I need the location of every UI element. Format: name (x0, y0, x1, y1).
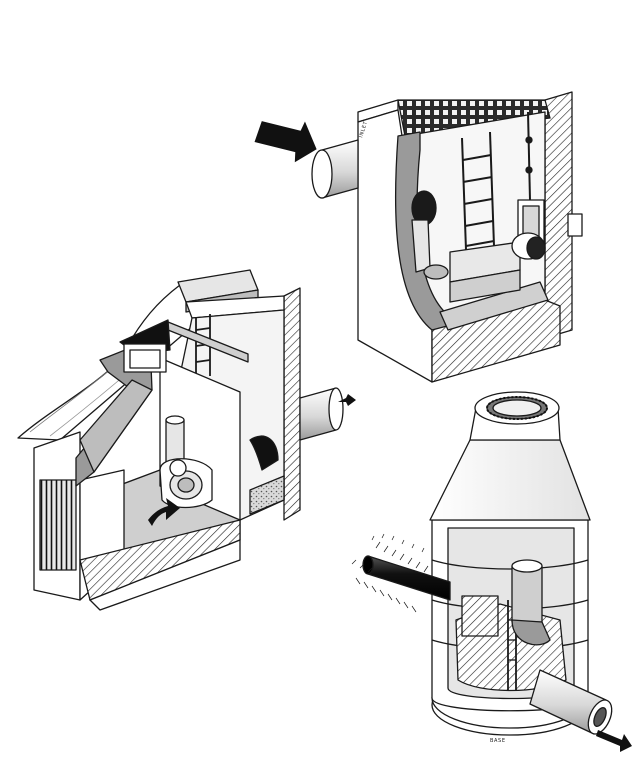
grate-cover (397, 99, 551, 137)
outlet-pipe-bottom (529, 669, 613, 735)
svg-text:INLET: INLET (358, 120, 369, 139)
rectangular-inspection-chamber: INLET (311, 91, 583, 383)
outflow-arrow-left-panel (338, 394, 356, 406)
svg-text:BASE: BASE (490, 738, 506, 744)
circular-precast-manhole: BASE (362, 391, 613, 744)
inflow-arrow-left-panel (148, 498, 180, 526)
vortex-drum (159, 415, 213, 509)
inflow-arrow-top (254, 121, 317, 163)
access-ladder (461, 131, 495, 251)
outflow-arrow-bottom (596, 730, 632, 752)
inlet-pipe (311, 139, 359, 199)
ground-surface (351, 533, 429, 613)
vortex-separator-chamber (17, 269, 344, 611)
manhole-gate (461, 595, 499, 637)
outlet-pipe-left (249, 387, 344, 471)
bar-screen (39, 479, 77, 571)
